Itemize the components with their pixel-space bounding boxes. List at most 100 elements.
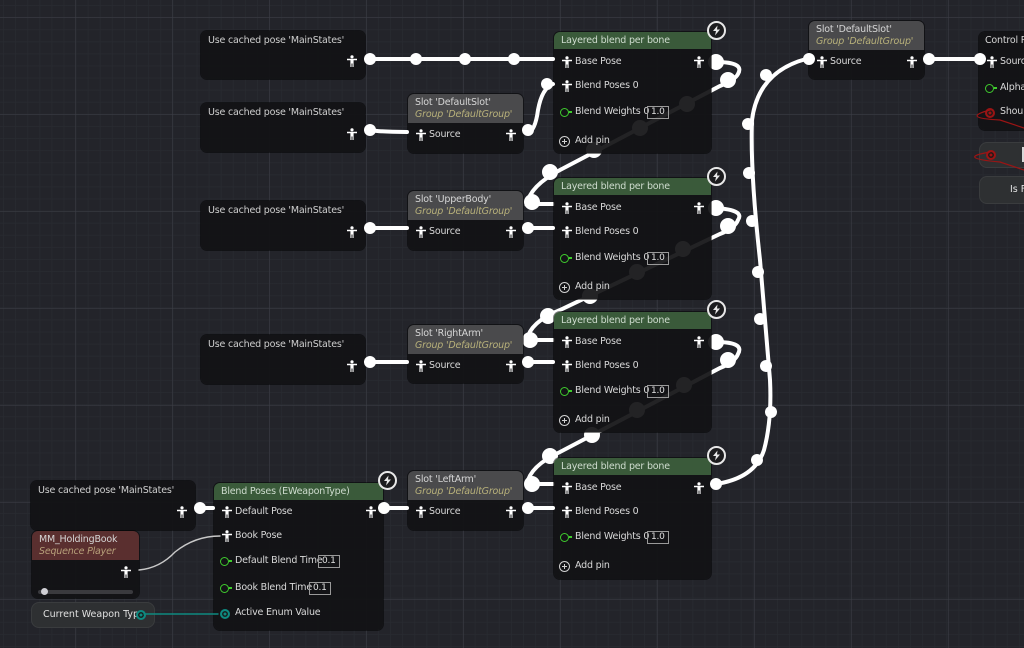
current-weapon-type-variable[interactable]: Current Weapon Type: [31, 602, 155, 628]
wire-reroute-knot[interactable]: [410, 53, 422, 65]
pose-input-icon[interactable]: [562, 482, 572, 494]
wire-reroute-knot[interactable]: [752, 266, 764, 278]
wire-reroute-knot[interactable]: [754, 313, 766, 325]
book-blend-time-input[interactable]: 0.1: [309, 582, 331, 595]
pose-output-icon[interactable]: [347, 226, 357, 238]
float-pin-icon[interactable]: [220, 583, 232, 593]
float-pin-icon[interactable]: [560, 253, 572, 263]
pose-input-icon[interactable]: [416, 129, 426, 141]
cached-pose-node[interactable]: Use cached pose 'MainStates': [201, 31, 365, 79]
pose-output-icon[interactable]: [347, 360, 357, 372]
layered-blend-node[interactable]: Layered blend per bone Base Pose Blend P…: [554, 32, 711, 153]
wire-reroute-knot[interactable]: [720, 72, 736, 88]
pose-output-icon[interactable]: [177, 506, 187, 518]
float-pin-icon[interactable]: [985, 83, 997, 93]
wire-reroute-knot[interactable]: [364, 356, 376, 368]
pose-input-icon[interactable]: [562, 56, 572, 68]
default-blend-time-input[interactable]: 0.1: [318, 555, 340, 568]
pose-input-icon[interactable]: [562, 80, 572, 92]
add-pin-icon[interactable]: [559, 415, 570, 426]
pose-output-icon[interactable]: [366, 506, 376, 518]
wire-reroute-knot[interactable]: [710, 478, 722, 490]
wire-reroute-knot[interactable]: [508, 53, 520, 65]
cached-pose-node[interactable]: Use cached pose 'MainStates': [201, 335, 365, 384]
pose-output-icon[interactable]: [121, 566, 131, 578]
pose-output-icon[interactable]: [506, 129, 516, 141]
wire-reroute-knot[interactable]: [760, 360, 772, 372]
wire-reroute-knot[interactable]: [522, 356, 534, 368]
layered-blend-node[interactable]: Layered blend per bone Base Pose Blend P…: [554, 178, 711, 299]
bool-variable-node[interactable]: [979, 142, 1024, 168]
wire-reroute-knot[interactable]: [364, 124, 376, 136]
wire-reroute-knot[interactable]: [742, 118, 754, 130]
wire-reroute-knot[interactable]: [364, 53, 376, 65]
wire-reroute-knot[interactable]: [746, 215, 758, 227]
add-pin-button[interactable]: Add pin: [575, 414, 610, 425]
wire-reroute-knot[interactable]: [923, 53, 935, 65]
pose-input-icon[interactable]: [562, 506, 572, 518]
playback-progress-bar[interactable]: [38, 588, 133, 595]
pose-wire[interactable]: [526, 82, 555, 134]
pose-output-icon[interactable]: [694, 482, 704, 494]
slot-node-leftarm[interactable]: Slot 'LeftArm'Group 'DefaultGroup' Sourc…: [408, 471, 523, 530]
pose-input-icon[interactable]: [222, 530, 232, 542]
enum-pin-icon[interactable]: [136, 610, 146, 620]
bool-pin-icon[interactable]: [986, 150, 996, 160]
wire-reroute-knot[interactable]: [459, 53, 471, 65]
wire-reroute-knot[interactable]: [522, 502, 534, 514]
bool-pin-icon[interactable]: [985, 107, 995, 118]
cached-pose-node[interactable]: Use cached pose 'MainStates': [31, 481, 195, 530]
float-pin-icon[interactable]: [560, 107, 572, 117]
slot-node-defaultslot-final[interactable]: Slot 'DefaultSlot'Group 'DefaultGroup' S…: [809, 21, 924, 79]
pose-wire-thin[interactable]: [138, 535, 221, 571]
float-pin-icon[interactable]: [220, 556, 232, 566]
pose-input-icon[interactable]: [416, 226, 426, 238]
add-pin-icon[interactable]: [559, 561, 570, 572]
pose-input-icon[interactable]: [562, 226, 572, 238]
playback-scrubber[interactable]: [41, 588, 48, 595]
layered-blend-node[interactable]: Layered blend per bone Base Pose Blend P…: [554, 312, 711, 432]
cached-pose-node[interactable]: Use cached pose 'MainStates': [201, 201, 365, 250]
slot-node-defaultslot[interactable]: Slot 'DefaultSlot'Group 'DefaultGroup' S…: [408, 94, 523, 153]
wire-reroute-knot[interactable]: [540, 308, 556, 324]
wire-reroute-knot[interactable]: [708, 54, 724, 70]
cached-pose-node[interactable]: Use cached pose 'MainStates': [201, 103, 365, 152]
float-pin-icon[interactable]: [560, 386, 572, 396]
is-f-function-node[interactable]: Is F: [979, 176, 1024, 204]
add-pin-button[interactable]: Add pin: [575, 135, 610, 146]
pose-output-icon[interactable]: [694, 336, 704, 348]
wire-reroute-knot[interactable]: [743, 167, 755, 179]
slot-node-upperbody[interactable]: Slot 'UpperBody'Group 'DefaultGroup' Sou…: [408, 191, 523, 250]
pose-output-icon[interactable]: [694, 202, 704, 214]
wire-reroute-knot[interactable]: [524, 476, 540, 492]
pose-output-icon[interactable]: [347, 55, 357, 67]
add-pin-button[interactable]: Add pin: [575, 560, 610, 571]
add-pin-icon[interactable]: [559, 282, 570, 293]
wire-reroute-knot[interactable]: [542, 164, 558, 180]
wire-reroute-knot[interactable]: [720, 218, 736, 234]
pose-input-icon[interactable]: [817, 56, 827, 68]
wire-reroute-knot[interactable]: [720, 352, 736, 368]
wire-reroute-knot[interactable]: [708, 334, 724, 350]
add-pin-icon[interactable]: [559, 136, 570, 147]
slot-node-rightarm[interactable]: Slot 'RightArm'Group 'DefaultGroup' Sour…: [408, 325, 523, 383]
blend-poses-by-enum-node[interactable]: Blend Poses (EWeaponType) Default Pose B…: [214, 483, 383, 630]
blend-weight-input[interactable]: 1.0: [647, 385, 669, 398]
wire-reroute-knot[interactable]: [765, 406, 777, 418]
pose-input-icon[interactable]: [416, 360, 426, 372]
wire-reroute-knot[interactable]: [524, 194, 540, 210]
pose-input-icon[interactable]: [222, 506, 232, 518]
blend-weight-input[interactable]: 1.0: [647, 252, 669, 265]
layered-blend-node[interactable]: Layered blend per bone Base Pose Blend P…: [554, 458, 711, 579]
pose-input-icon[interactable]: [562, 360, 572, 372]
pose-input-icon[interactable]: [416, 506, 426, 518]
pose-input-icon[interactable]: [562, 336, 572, 348]
wire-reroute-knot[interactable]: [522, 222, 534, 234]
pose-output-icon[interactable]: [506, 506, 516, 518]
wire-reroute-knot[interactable]: [708, 200, 724, 216]
wire-reroute-knot[interactable]: [541, 78, 553, 90]
pose-output-icon[interactable]: [506, 226, 516, 238]
pose-output-icon[interactable]: [907, 56, 917, 68]
pose-output-icon[interactable]: [694, 56, 704, 68]
pose-input-icon[interactable]: [987, 56, 997, 68]
